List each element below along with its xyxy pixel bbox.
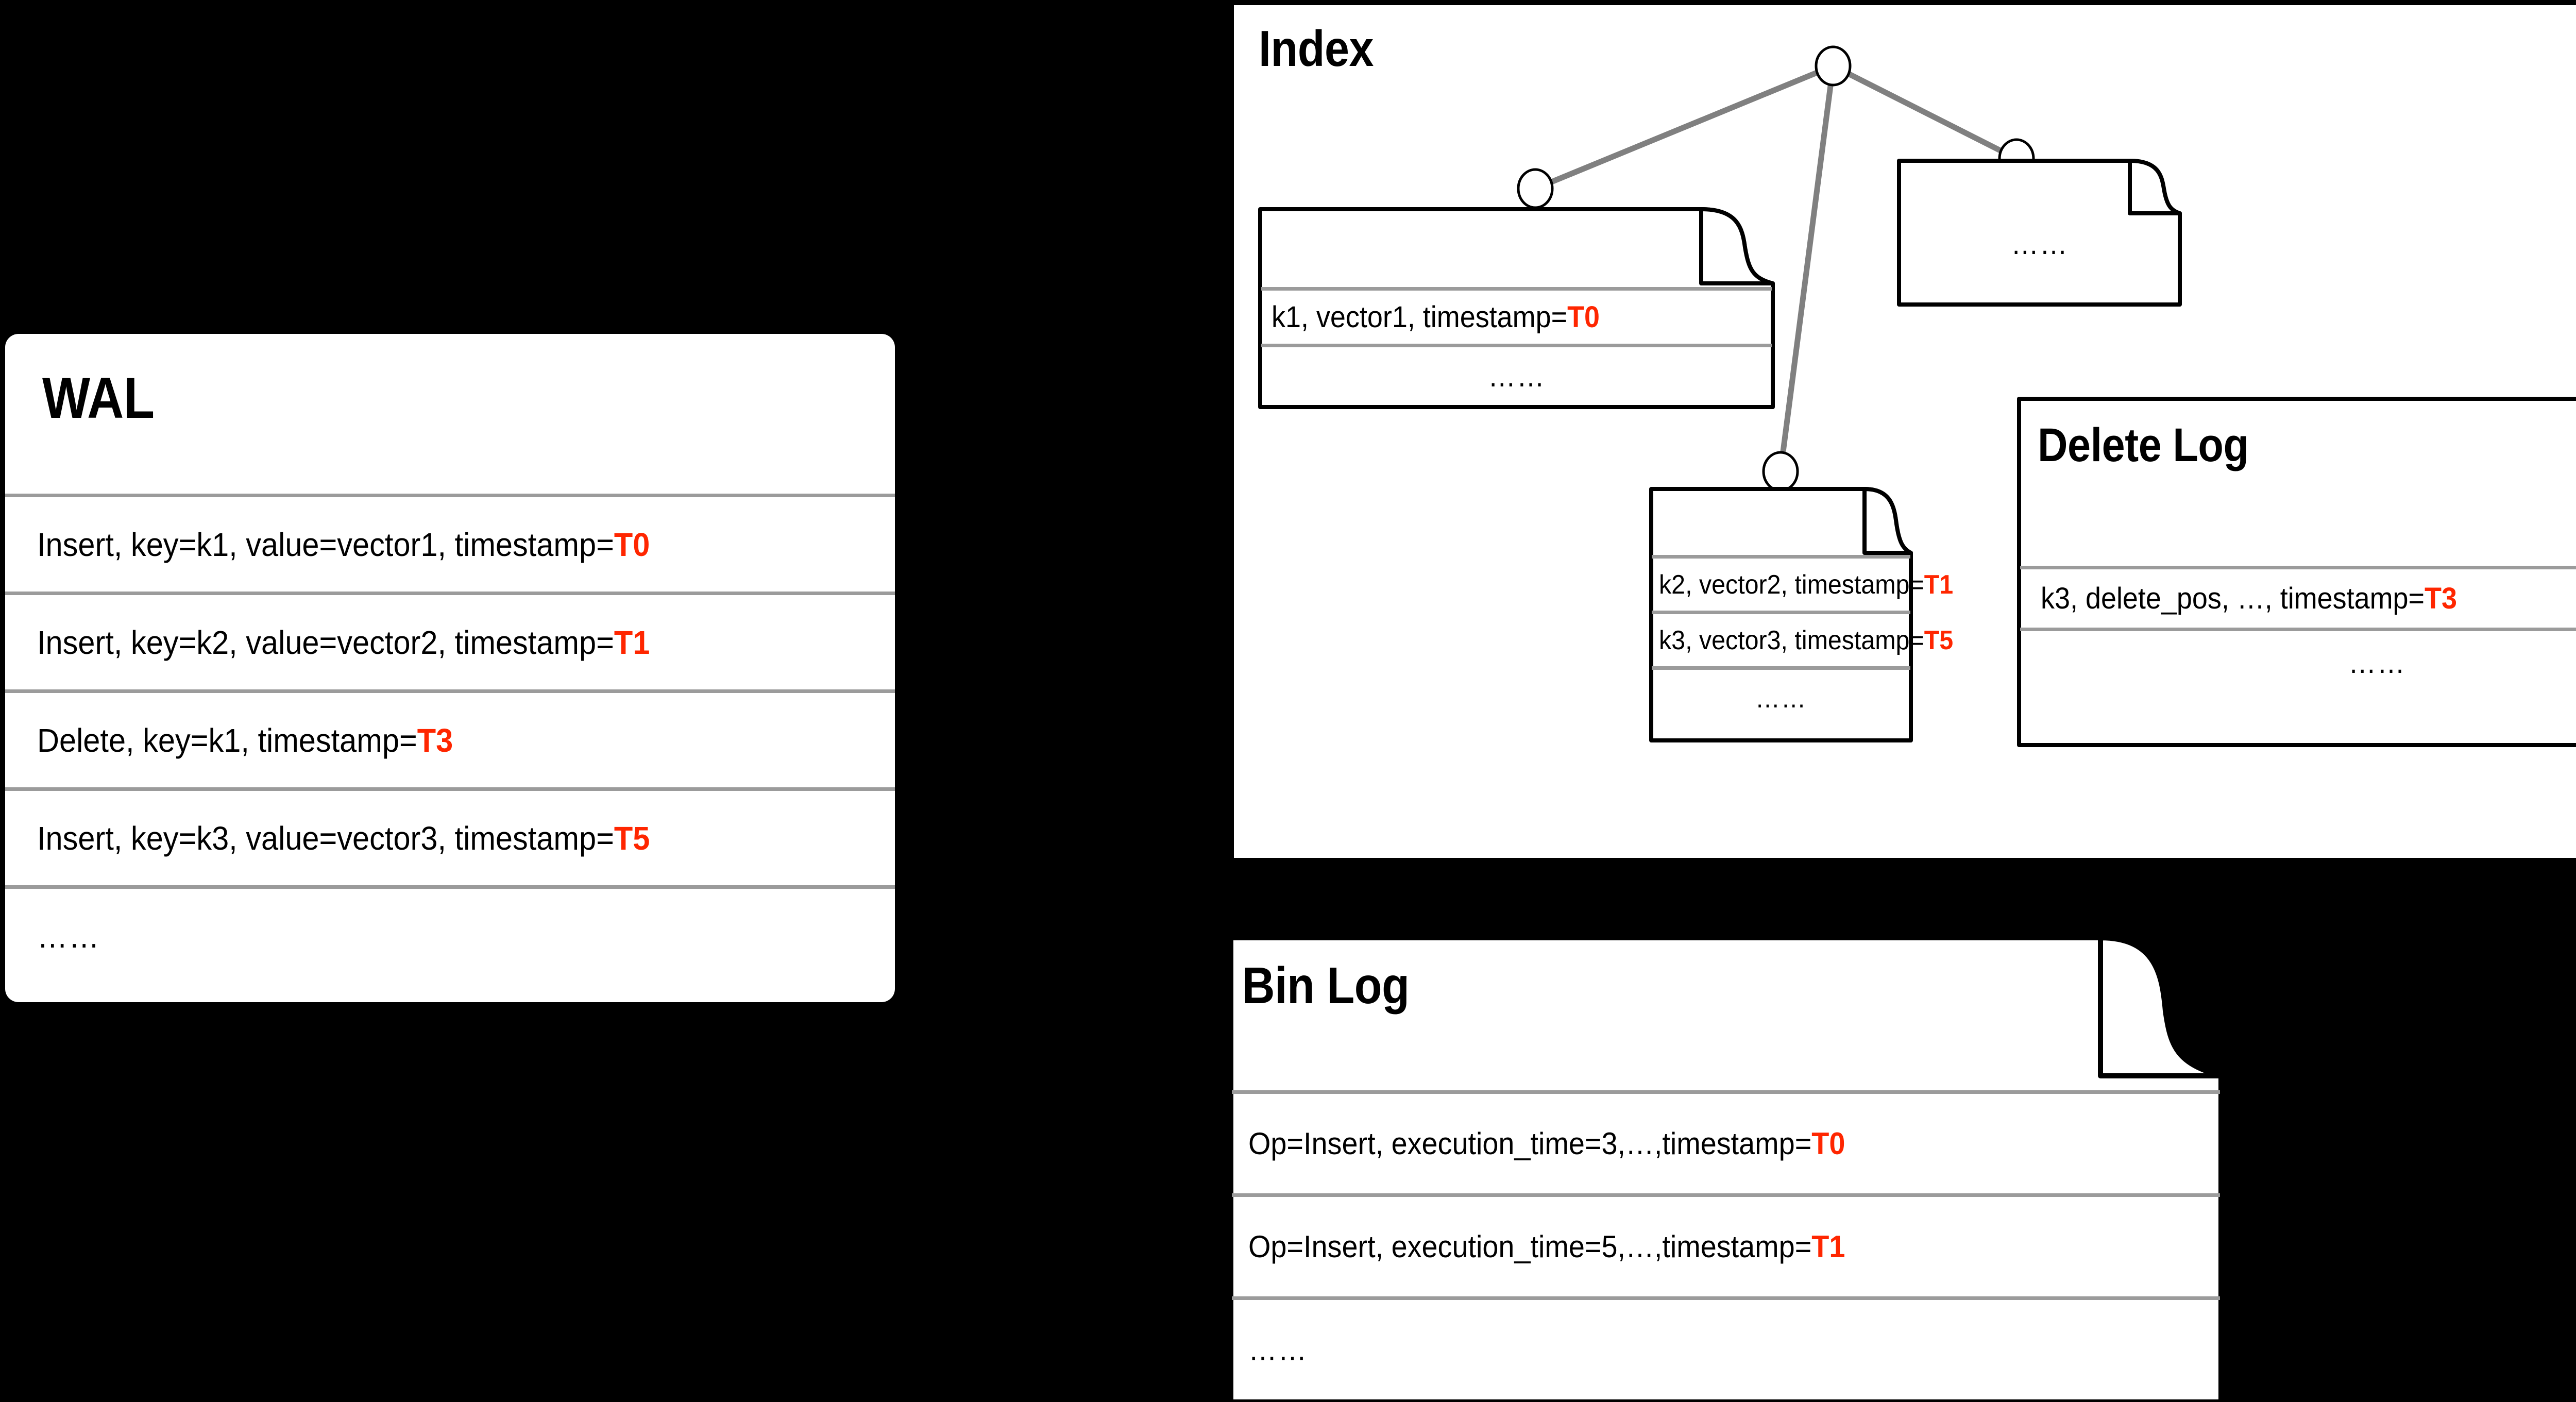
index-leaf-bottom-row-2: …… <box>1652 666 1910 727</box>
bin-log-rows: Op=Insert, execution_time=3,…,timestamp=… <box>1232 1090 2220 1399</box>
wal-title: WAL <box>42 366 155 430</box>
delete-log-row-1: …… <box>2020 628 2576 695</box>
wal-panel: WAL Insert, key=k1, value=vector1, times… <box>5 334 895 1002</box>
bin-log-row-1-timestamp: T1 <box>1811 1229 1845 1264</box>
wal-rows: Insert, key=k1, value=vector1, timestamp… <box>5 494 895 983</box>
delete-log-row-1-text: …… <box>2348 646 2406 680</box>
index-leaf-left-row-1-text: …… <box>1487 360 1546 393</box>
index-leaf-bottom-row-1-timestamp: T5 <box>1924 625 1954 655</box>
delete-log-row-0: k3, delete_pos, …, timestamp=T3 <box>2020 566 2576 628</box>
index-title: Index <box>1259 20 1374 77</box>
index-panel: Index k1, v <box>1234 5 2576 858</box>
index-leaf-bottom-row-2-text: …… <box>1755 683 1807 714</box>
delete-log-row-0-timestamp: T3 <box>2425 582 2457 615</box>
bin-log-title: Bin Log <box>1242 957 1410 1015</box>
bin-log-row-2: …… <box>1232 1296 2220 1399</box>
wal-row-3-text: Insert, key=k3, value=vector3, timestamp… <box>37 819 614 857</box>
wal-row-0-text: Insert, key=k1, value=vector1, timestamp… <box>37 526 614 563</box>
doc-outline <box>1258 207 1775 409</box>
wal-row-4-text: …… <box>37 917 100 955</box>
index-leaf-left-row-1: …… <box>1261 344 1772 406</box>
bin-log-row-0-timestamp: T0 <box>1811 1126 1845 1161</box>
wal-row-0: Insert, key=k1, value=vector1, timestamp… <box>5 494 895 592</box>
index-leaf-left-row-0: k1, vector1, timestamp=T0 <box>1261 287 1772 344</box>
index-leaf-bottom-row-0-timestamp: T1 <box>1924 569 1954 600</box>
index-leaf-bottom-row-0-text: k2, vector2, timestamp= <box>1659 569 1924 600</box>
wal-row-1-timestamp: T1 <box>614 623 650 661</box>
wal-row-2-text: Delete, key=k1, timestamp= <box>37 721 417 759</box>
index-leaf-right-rows: …… <box>1900 215 2179 272</box>
wal-row-1-text: Insert, key=k2, value=vector2, timestamp… <box>37 623 614 661</box>
root-node <box>1815 45 1852 87</box>
index-leaf-right-row-0: …… <box>1900 215 2179 272</box>
index-leaf-right-row-0-text: …… <box>2010 227 2069 261</box>
doc-outline <box>1649 487 1913 742</box>
wal-row-3: Insert, key=k3, value=vector3, timestamp… <box>5 787 895 885</box>
index-leaf-left-row-0-timestamp: T0 <box>1567 300 1600 334</box>
index-leaf-left-row-0-text: k1, vector1, timestamp= <box>1272 300 1568 334</box>
wal-row-2: Delete, key=k1, timestamp=T3 <box>5 689 895 787</box>
wal-row-1: Insert, key=k2, value=vector2, timestamp… <box>5 592 895 689</box>
wal-row-4: …… <box>5 885 895 983</box>
bin-log-row-0: Op=Insert, execution_time=3,…,timestamp=… <box>1232 1090 2220 1193</box>
index-leaf-bottom-rows: k2, vector2, timestamp=T1 k3, vector3, t… <box>1652 555 1953 727</box>
left-child-node <box>1517 168 1554 209</box>
index-leaf-bottom-row-0: k2, vector2, timestamp=T1 <box>1652 555 1953 611</box>
delete-log-row-0-text: k3, delete_pos, …, timestamp= <box>2041 582 2425 615</box>
index-leaf-bottom: k2, vector2, timestamp=T1 k3, vector3, t… <box>1649 487 1953 742</box>
bin-log-row-0-text: Op=Insert, execution_time=3,…,timestamp= <box>1248 1126 1812 1161</box>
delete-log-doc: Delete Log k3, delete_pos, …, timestamp=… <box>2017 397 2576 747</box>
index-leaf-left: k1, vector1, timestamp=T0 …… <box>1258 207 1775 409</box>
delete-log-title: Delete Log <box>2038 419 2249 471</box>
wal-row-3-timestamp: T5 <box>614 819 650 857</box>
doc-outline <box>1228 935 2224 1402</box>
doc-outline <box>1897 159 2182 307</box>
index-leaf-left-rows: k1, vector1, timestamp=T0 …… <box>1261 287 1772 406</box>
doc-outline <box>2017 397 2576 747</box>
wal-row-2-timestamp: T3 <box>417 721 453 759</box>
bin-log-row-1-text: Op=Insert, execution_time=5,…,timestamp= <box>1248 1229 1812 1264</box>
bin-log-row-2-text: …… <box>1248 1332 1308 1367</box>
index-leaf-bottom-row-1-text: k3, vector3, timestamp= <box>1659 625 1924 655</box>
bottom-child-node <box>1762 451 1799 492</box>
bin-log-row-1: Op=Insert, execution_time=5,…,timestamp=… <box>1232 1193 2220 1296</box>
wal-row-0-timestamp: T0 <box>614 526 650 563</box>
delete-log-rows: k3, delete_pos, …, timestamp=T3 …… <box>2020 566 2576 695</box>
index-leaf-bottom-row-1: k3, vector3, timestamp=T5 <box>1652 611 1953 666</box>
bin-log-panel: Bin Log Op=Insert, execution_time=3,…,ti… <box>1228 935 2224 1402</box>
index-leaf-right: …… <box>1897 159 2182 307</box>
